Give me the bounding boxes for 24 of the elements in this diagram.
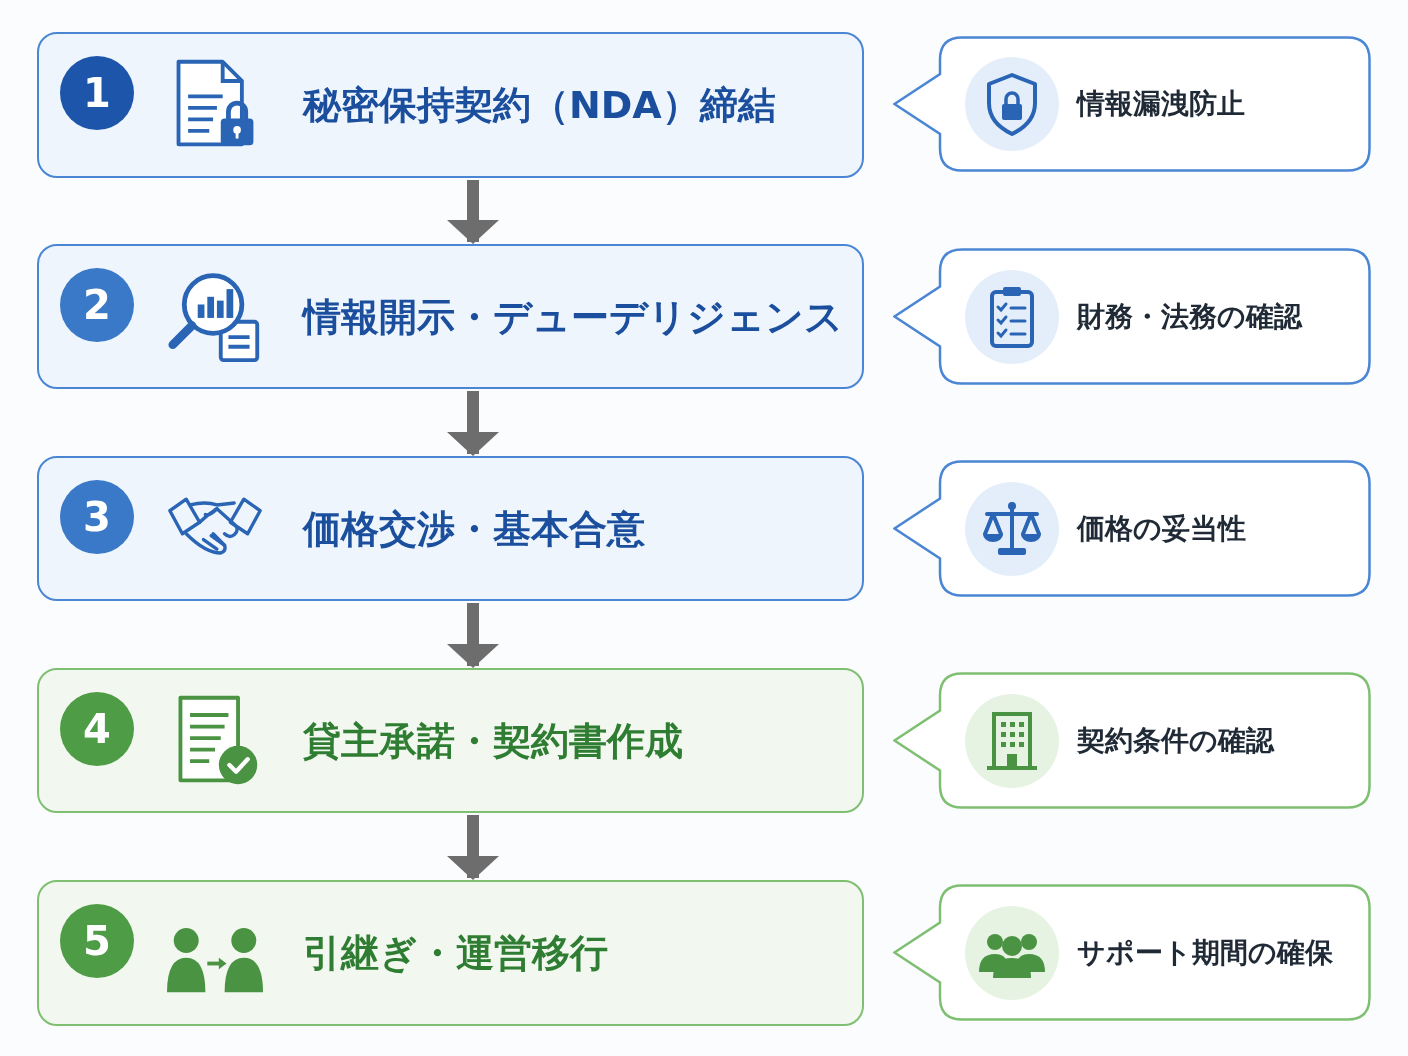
step-title: 情報開示・デューデリジェンス (303, 293, 843, 340)
step-number: 1 (60, 56, 134, 130)
down-arrow (447, 603, 499, 668)
callout-text: サポート期間の確保 (1077, 934, 1333, 971)
callout-text: 価格の妥当性 (1077, 510, 1246, 547)
step-title: 引継ぎ・運営移行 (303, 929, 608, 977)
down-arrow (447, 391, 499, 456)
step-title: 価格交渉・基本合意 (303, 505, 645, 552)
callout-text: 契約条件の確認 (1077, 722, 1274, 759)
step-box (37, 244, 864, 389)
down-arrow (447, 180, 499, 244)
step-number: 5 (60, 904, 134, 978)
callout-text: 情報漏洩防止 (1077, 86, 1245, 122)
step-box (37, 456, 864, 601)
step-box (37, 32, 864, 178)
step-number: 3 (60, 480, 134, 554)
step-number: 4 (60, 692, 134, 766)
step-title: 秘密保持契約（NDA）締結 (303, 81, 776, 129)
callout-text: 財務・法務の確認 (1077, 298, 1302, 335)
down-arrow (447, 815, 499, 880)
step-number: 2 (60, 268, 134, 342)
step-box (37, 880, 864, 1026)
step-title: 貸主承諾・契約書作成 (303, 717, 683, 764)
step-box (37, 668, 864, 813)
